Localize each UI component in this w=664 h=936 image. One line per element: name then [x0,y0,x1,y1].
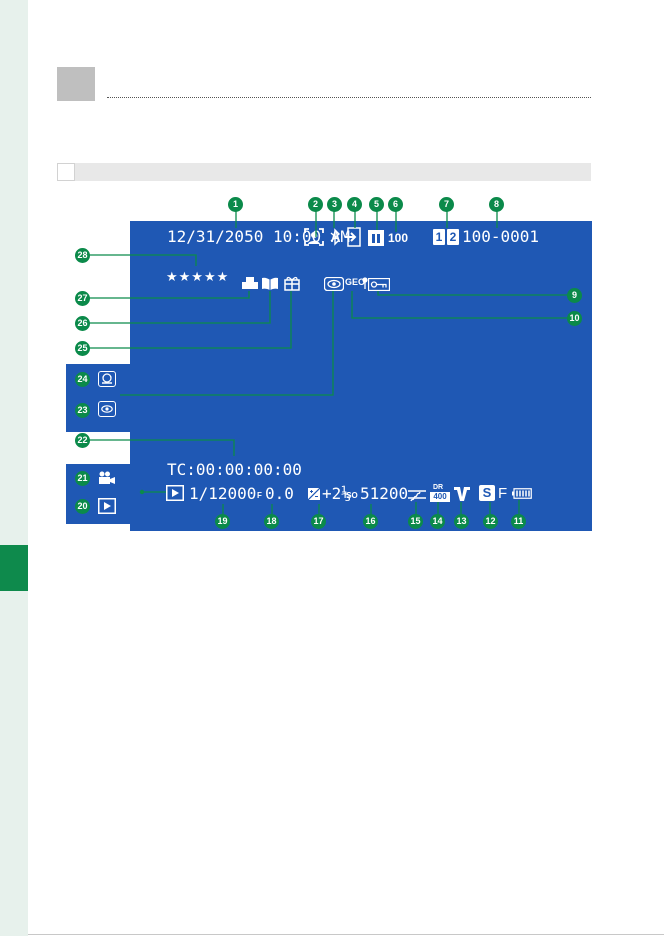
callout-4: 4 [347,197,362,212]
callout-6: 6 [388,197,403,212]
callout-27: 27 [75,291,90,306]
callout-24: 24 [75,372,90,387]
callout-10: 10 [567,311,582,326]
callout-28: 28 [75,248,90,263]
callout-21: 21 [75,471,90,486]
callout-14: 14 [430,514,445,529]
callout-18: 18 [264,514,279,529]
callout-3: 3 [327,197,342,212]
callout-8: 8 [489,197,504,212]
callout-22: 22 [75,433,90,448]
callout-20: 20 [75,499,90,514]
page-bottom-rule [28,934,664,935]
callout-7: 7 [439,197,454,212]
callout-leader-lines [0,0,664,560]
callout-12: 12 [483,514,498,529]
callout-16: 16 [363,514,378,529]
callout-11: 11 [511,514,526,529]
callout-1: 1 [228,197,243,212]
callout-23: 23 [75,403,90,418]
callout-13: 13 [454,514,469,529]
callout-2: 2 [308,197,323,212]
callout-9: 9 [567,288,582,303]
callout-26: 26 [75,316,90,331]
callout-15: 15 [408,514,423,529]
callout-17: 17 [311,514,326,529]
callout-5: 5 [369,197,384,212]
callout-25: 25 [75,341,90,356]
callout-19: 19 [215,514,230,529]
